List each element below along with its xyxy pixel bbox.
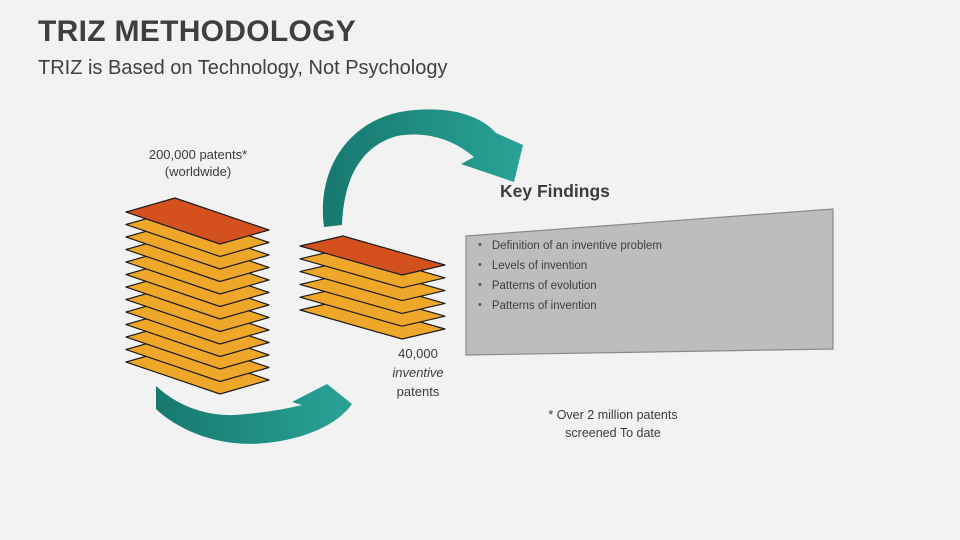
patent-sheet-top	[299, 235, 446, 276]
patent-stack-large	[125, 197, 270, 395]
cycle-arrow-top	[322, 109, 523, 227]
finding-item: Levels of invention	[478, 260, 828, 280]
small-stack-label-line2: inventive	[392, 365, 444, 380]
footnote-line2: screened To date	[565, 426, 661, 440]
footnote: * Over 2 million patents screened To dat…	[518, 406, 708, 442]
large-stack-label: 200,000 patents* (worldwide)	[118, 146, 278, 180]
patent-stack-small	[299, 235, 446, 340]
finding-item: Patterns of evolution	[478, 280, 828, 300]
small-stack-label-line3: patents	[396, 384, 440, 399]
patent-sheet-top	[125, 197, 270, 245]
large-stack-label-line1: 200,000 patents*	[148, 147, 248, 162]
large-stack-label-line2: (worldwide)	[164, 164, 232, 179]
key-findings-list: Definition of an inventive problemLevels…	[478, 240, 828, 320]
key-findings-heading: Key Findings	[500, 181, 610, 201]
slide-subtitle: TRIZ is Based on Technology, Not Psychol…	[38, 57, 448, 79]
small-stack-label-line1: 40,000	[398, 346, 438, 361]
slide-title: TRIZ METHODOLOGY	[38, 15, 357, 48]
finding-item: Definition of an inventive problem	[478, 240, 828, 260]
cycle-arrow-bottom	[156, 384, 352, 444]
small-stack-label: 40,000 inventive patents	[366, 344, 470, 401]
finding-item: Patterns of invention	[478, 300, 828, 320]
footnote-line1: * Over 2 million patents	[548, 408, 678, 422]
